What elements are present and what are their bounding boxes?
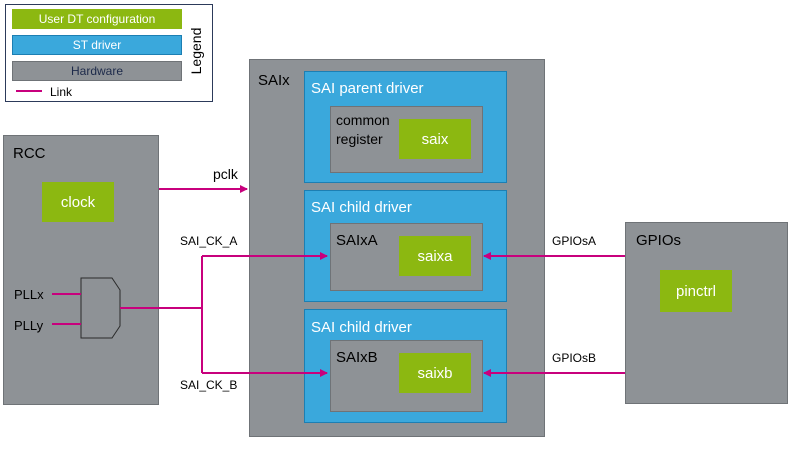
- legend-user-dt-label: User DT configuration: [38, 12, 156, 26]
- sai-parent-driver: SAI parent driver common register saix: [304, 71, 507, 183]
- sai-parent-driver-title: SAI parent driver: [311, 80, 424, 97]
- legend: User DT configuration ST driver Hardware…: [5, 4, 213, 102]
- legend-hardware-label: Hardware: [70, 64, 124, 78]
- plly-label: PLLy: [14, 318, 44, 333]
- saixb-block-label: SAIxB: [336, 349, 378, 366]
- gpios-title: GPIOs: [636, 232, 682, 249]
- clock-node: clock: [42, 182, 114, 222]
- rcc-block: RCC clock PLLx PLLy: [3, 135, 159, 405]
- pinctrl-label: pinctrl: [675, 282, 716, 300]
- legend-hardware-swatch: Hardware: [12, 61, 182, 81]
- sai-child-driver-b: SAI child driver SAIxB saixb: [304, 309, 507, 423]
- saixb-node: saixb: [399, 353, 471, 393]
- pclk-label: pclk: [213, 166, 238, 182]
- sai-ck-b-label: SAI_CK_B: [180, 378, 238, 392]
- saixa-block: SAIxA saixa: [330, 223, 483, 291]
- clock-mux-shape: [80, 277, 121, 339]
- sai-child-driver-a-title: SAI child driver: [311, 199, 412, 216]
- saix-node: saix: [399, 119, 471, 159]
- saixb-node-label: saixb: [417, 364, 453, 382]
- pinctrl-node: pinctrl: [660, 270, 732, 312]
- sai-ck-a-label: SAI_CK_A: [180, 234, 238, 248]
- common-register-label: common register: [336, 112, 390, 147]
- gpios-block: GPIOs pinctrl: [625, 222, 788, 404]
- pllx-label: PLLx: [14, 287, 44, 302]
- rcc-title: RCC: [13, 145, 46, 162]
- legend-user-dt-swatch: User DT configuration: [12, 9, 182, 29]
- gpio-a-label: GPIOsA: [552, 234, 597, 248]
- legend-link-line: [16, 90, 42, 92]
- saix-node-label: saix: [421, 130, 449, 148]
- saix-title: SAIx: [258, 72, 290, 89]
- sai-child-driver-b-title: SAI child driver: [311, 319, 412, 336]
- saixa-node: saixa: [399, 236, 471, 276]
- legend-st-driver-label: ST driver: [72, 38, 122, 52]
- common-register-block: common register saix: [330, 106, 483, 173]
- sai-child-driver-a: SAI child driver SAIxA saixa: [304, 190, 507, 302]
- legend-link-label: Link: [50, 85, 73, 99]
- legend-st-driver-swatch: ST driver: [12, 35, 182, 55]
- gpio-b-label: GPIOsB: [552, 351, 597, 365]
- saixb-block: SAIxB saixb: [330, 340, 483, 412]
- saixa-block-label: SAIxA: [336, 232, 378, 249]
- saixa-node-label: saixa: [417, 247, 453, 265]
- clock-label: clock: [60, 193, 96, 211]
